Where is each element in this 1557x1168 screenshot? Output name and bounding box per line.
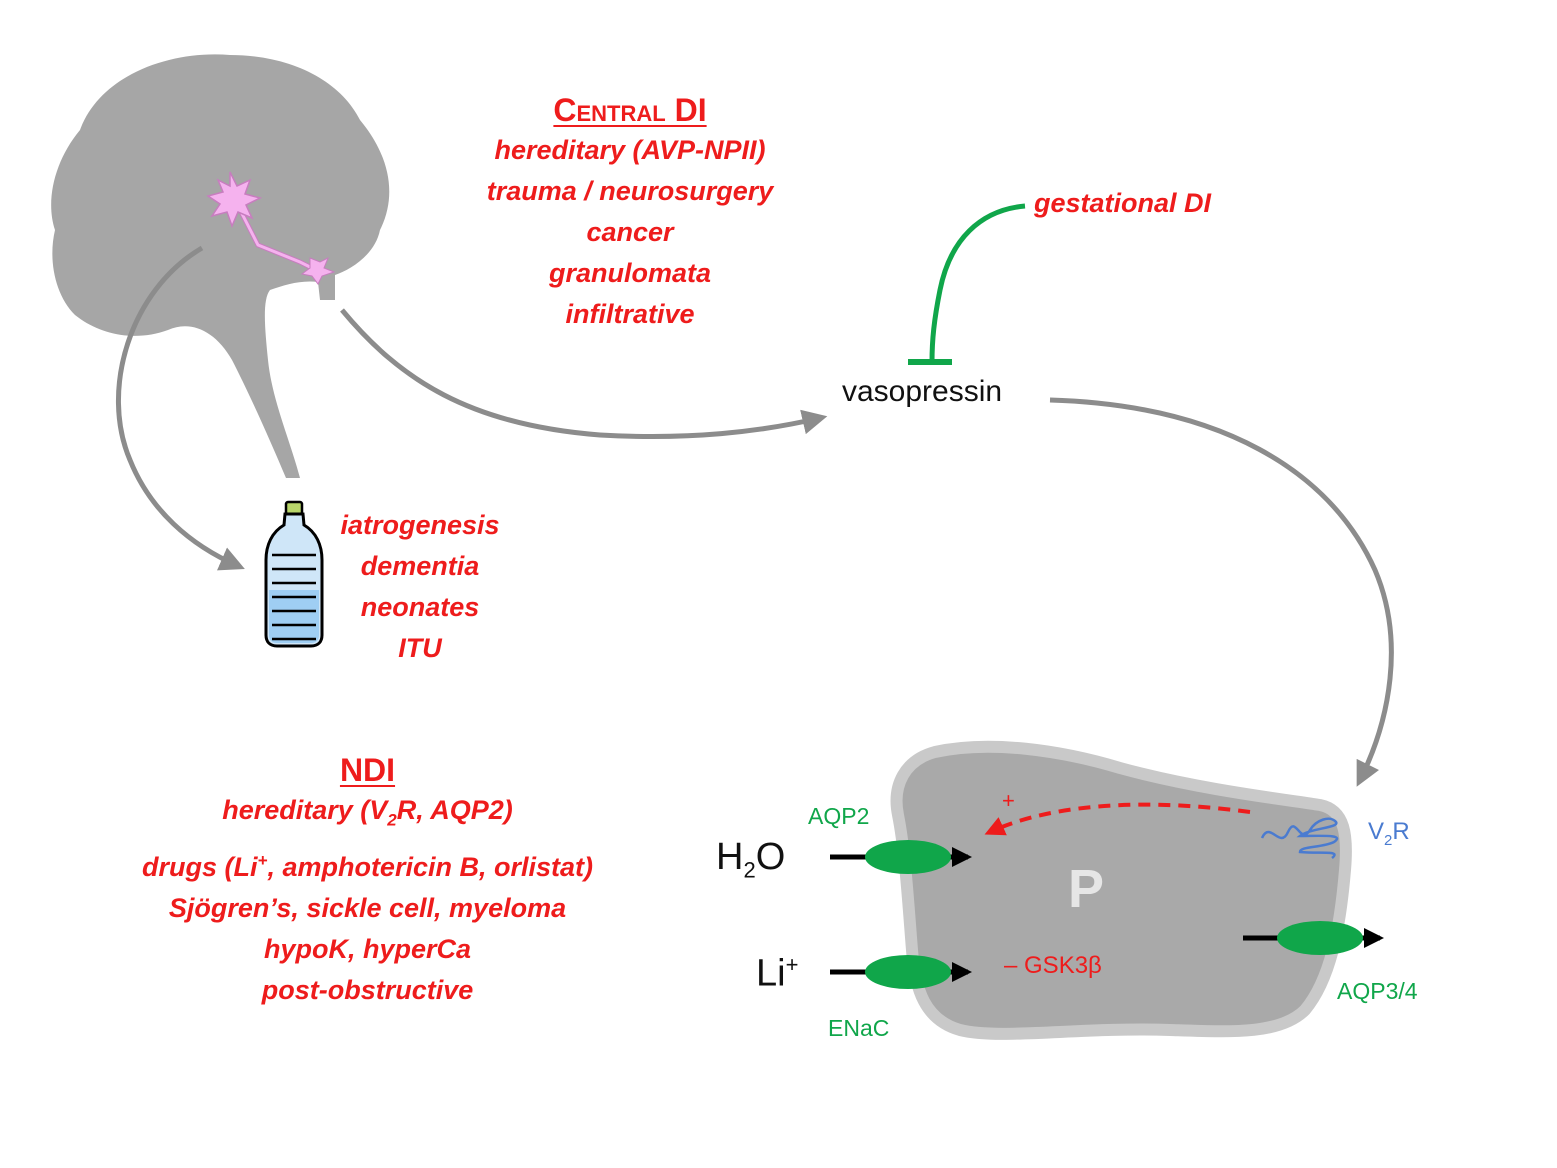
central-di-block: Central DI hereditary (AVP-NPII) trauma … [470,90,790,335]
central-di-cause: granulomata [548,258,712,288]
ndi-text: , amphotericin B, orlistat) [267,852,593,883]
h2o-text: H [716,836,744,878]
dipsogenic-cause: dementia [360,551,480,581]
aqp34-label: AQP3/4 [1337,978,1418,1004]
v2r-subscript: 2 [1384,831,1393,849]
lithium-text: Li [756,952,786,995]
ndi-text: drugs (Li [142,852,258,883]
brain-to-bottle-arrow [116,245,245,571]
h2o-text: O [755,836,786,878]
ndi-heading: NDI [339,752,396,788]
brain-icon [51,54,390,478]
aqp2-channel [865,840,951,874]
ndi-text: hereditary (V [222,795,388,825]
ndi-cause-obstructive: post-obstructive [261,975,474,1006]
h2o-subscript: 2 [743,857,756,883]
v2r-text: V [1368,818,1385,845]
v2r-text: R [1392,818,1410,845]
dipsogenic-cause: ITU [398,633,442,663]
vasopressin-label: vasopressin [842,375,1003,408]
ndi-cause-systemic: Sjögren’s, sickle cell, myeloma [168,893,567,924]
dipsogenic-cause: neonates [360,592,480,622]
lithium-superscript: + [785,952,799,977]
vasopressin-to-cell-arrow [1049,397,1394,787]
ndi-subscript: 2 [387,810,397,830]
principal-cell-label: P [1068,859,1105,919]
dipsogenic-cause: iatrogenesis [340,510,500,540]
gestational-inhibition-line [929,203,1026,363]
ndi-cause-hereditary: hereditary (V2R, AQP2) [130,790,605,840]
ndi-cause-electrolyte: hypoK, hyperCa [263,934,472,965]
dipsogenic-block: iatrogenesis dementia neonates ITU [335,505,505,669]
brain-to-vasopressin-arrow [340,308,828,439]
principal-cell [890,740,1352,1040]
ndi-superscript: + [257,851,268,871]
enac-label: ENaC [828,1015,890,1041]
central-di-cause: hereditary (AVP-NPII) [494,135,766,165]
ndi-cause-drugs: drugs (Li+, amphotericin B, orlistat) [130,840,605,888]
lithium-label: Li+ [756,952,798,996]
gsk3b-label: – GSK3β [1004,952,1102,979]
ndi-text: R, AQP2) [396,795,513,825]
central-di-cause: trauma / neurosurgery [486,176,774,206]
enac-channel [865,955,951,989]
gestational-di-label: gestational DI [1034,188,1212,218]
ndi-block: NDI hereditary (V2R, AQP2) drugs (Li+, a… [130,750,605,1011]
neuron-icon [206,171,336,285]
stimulation-plus-sign: + [1002,788,1015,813]
water-bottle-icon [264,500,324,648]
h2o-label: H2O [716,836,785,884]
v2r-receptor-icon [1260,817,1339,859]
aqp2-label: AQP2 [808,803,870,829]
central-di-cause: infiltrative [565,299,695,329]
central-di-cause: cancer [586,217,674,247]
v2r-label: V2R [1368,818,1410,849]
central-di-heading: Central DI [553,92,707,128]
aqp34-channel [1277,921,1363,955]
